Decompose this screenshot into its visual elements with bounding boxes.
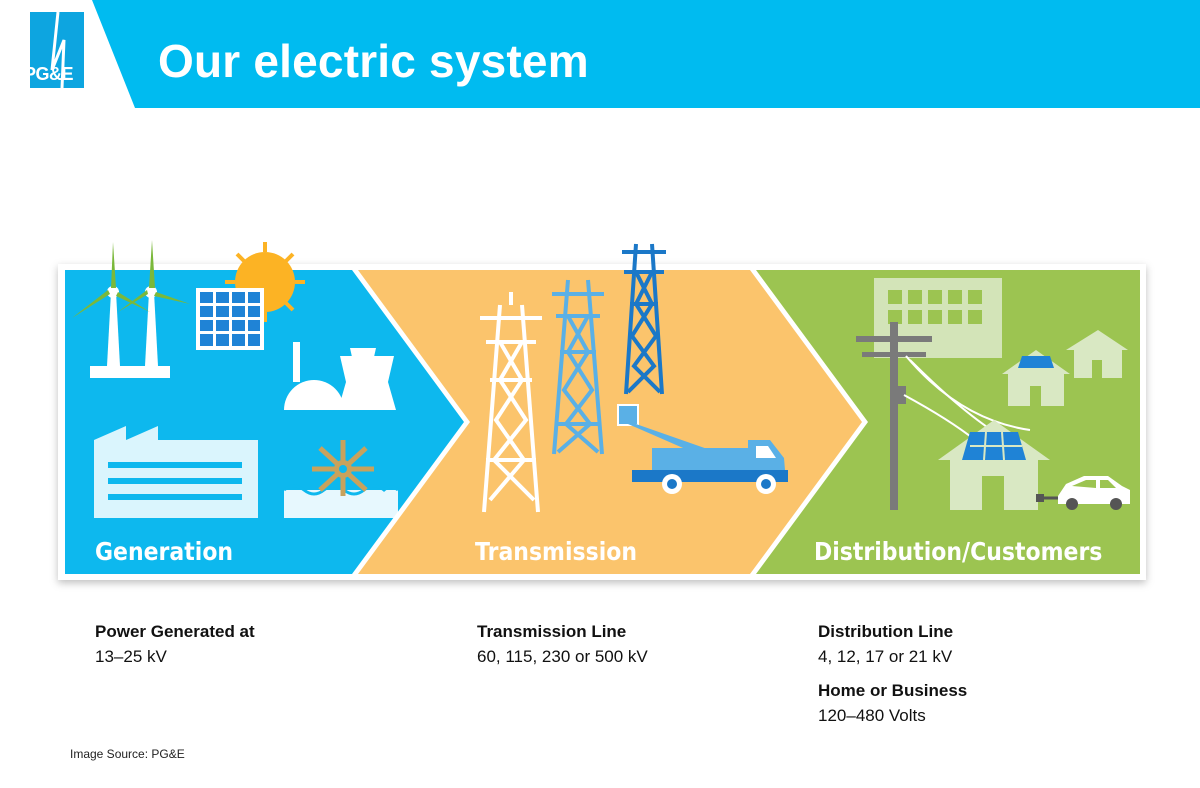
- transmission-tower-icon: [552, 279, 604, 455]
- transmission-spec-value: 60, 115, 230 or 500 kV: [477, 647, 648, 666]
- transmission-tower-icon: [480, 292, 542, 513]
- house-icon: [938, 420, 1050, 510]
- solar-panel-icon: [1018, 356, 1054, 368]
- electric-car-icon: [1036, 476, 1130, 510]
- transmission-spec-title: Transmission Line: [477, 622, 627, 641]
- house-icon: [1002, 350, 1070, 406]
- distribution-spec-title: Distribution Line: [818, 622, 954, 641]
- power-plant-icon: [284, 342, 396, 410]
- stage-label-transmission: Transmission: [475, 537, 638, 566]
- logo-text: PG&E: [24, 64, 74, 84]
- logo-icon: [30, 11, 84, 89]
- generation-spec-title: Power Generated at: [95, 622, 255, 641]
- header-banner: [0, 0, 1200, 110]
- image-source-caption: Image Source: PG&E: [70, 747, 185, 761]
- stage-label-distribution: Distribution/Customers: [814, 537, 1103, 566]
- home-spec-title: Home or Business: [818, 681, 968, 700]
- water-wheel-icon: [283, 440, 399, 518]
- home-spec-value: 120–480 Volts: [818, 706, 926, 725]
- solar-panel-icon: [196, 288, 264, 350]
- generation-spec-value: 13–25 kV: [95, 647, 167, 666]
- bucket-truck-icon: [617, 404, 788, 494]
- wind-turbine-icon: [72, 240, 190, 378]
- factory-icon: [94, 426, 258, 518]
- distribution-spec-value: 4, 12, 17 or 21 kV: [818, 647, 953, 666]
- transmission-tower-icon: [622, 243, 666, 395]
- page-title: Our electric system: [158, 35, 589, 87]
- electric-system-diagram: [0, 235, 1200, 595]
- house-icon: [1066, 330, 1128, 378]
- banner-background: [92, 0, 1200, 108]
- stage-label-generation: Generation: [95, 537, 234, 566]
